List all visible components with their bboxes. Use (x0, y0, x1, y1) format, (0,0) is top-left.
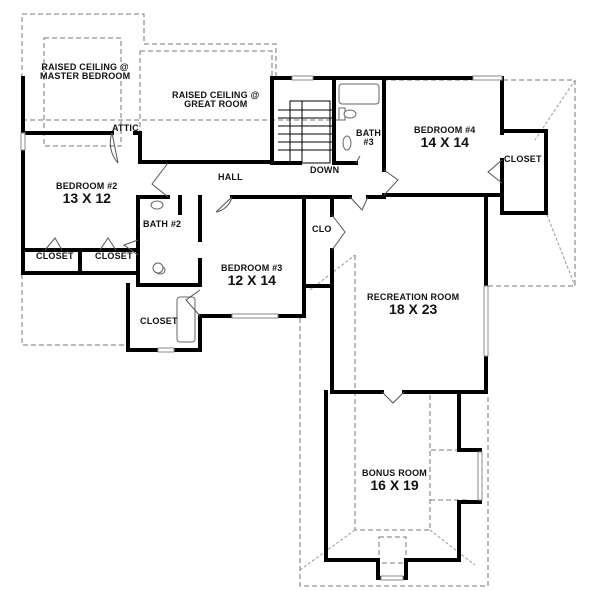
room-label-bedroom2: BEDROOM #2 13 X 12 (56, 181, 118, 207)
stair-label-down: DOWN (310, 165, 340, 175)
room-label-bath3: BATH #3 (356, 128, 382, 148)
room-label-closet-left1: CLOSET (36, 251, 74, 261)
room-label-closet-left2: CLOSET (95, 251, 133, 261)
room-label-bath2: BATH #2 (143, 219, 182, 229)
room-label-hall: HALL (218, 172, 243, 182)
room-label-recreation: RECREATION ROOM 18 X 23 (367, 292, 460, 318)
doors (44, 132, 503, 404)
room-label-bedroom3: BEDROOM #3 12 X 14 (221, 263, 283, 289)
room-label-attic: ATTIC (112, 123, 139, 133)
walls (21, 76, 548, 580)
room-label-bedroom4: BEDROOM #4 14 X 14 (414, 125, 476, 151)
bath-fixtures (150, 83, 380, 343)
roof-outlines (21, 13, 576, 587)
room-label-closet-b3: CLOSET (140, 316, 178, 326)
room-label-closet-b4: CLOSET (504, 154, 542, 164)
staircase (278, 100, 334, 164)
room-label-clo: CLO (312, 224, 332, 234)
room-label-bonus: BONUS ROOM 16 X 19 (362, 468, 427, 494)
room-label-great-ceiling: RAISED CEILING @ GREAT ROOM (172, 90, 260, 110)
room-label-master-ceiling: RAISED CEILING @ MASTER BEDROOM (40, 62, 131, 82)
windows (20, 75, 503, 581)
